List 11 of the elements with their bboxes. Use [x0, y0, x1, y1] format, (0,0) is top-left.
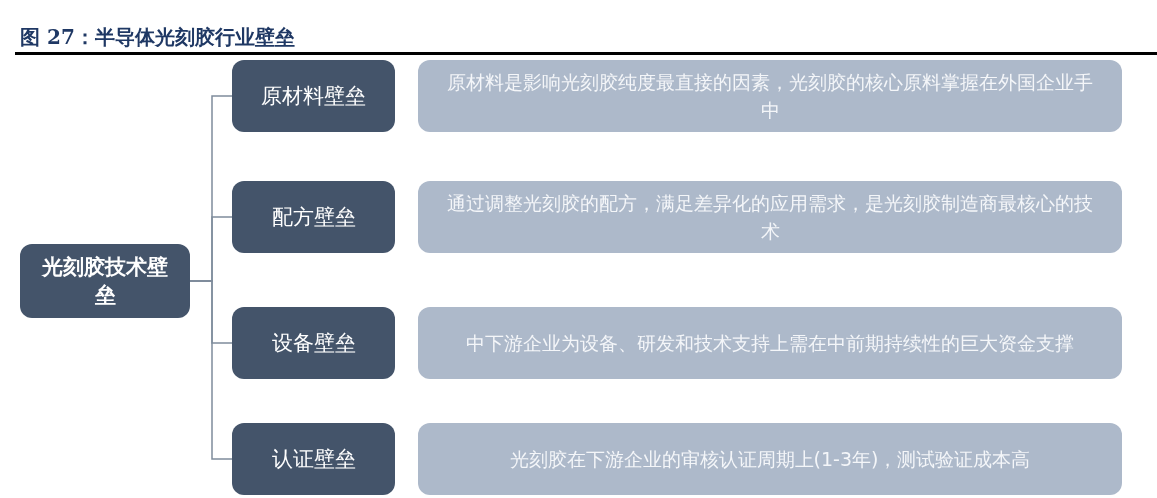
description-box: 光刻胶在下游企业的审核认证周期上(1-3年)，测试验证成本高 — [418, 423, 1122, 495]
figure-title: 图 27：半导体光刻胶行业壁垒 — [20, 24, 295, 51]
description-box: 通过调整光刻胶的配方，满足差异化的应用需求，是光刻胶制造商最核心的技术 — [418, 181, 1122, 253]
category-box: 配方壁垒 — [232, 181, 395, 253]
category-box: 设备壁垒 — [232, 307, 395, 379]
root-box: 光刻胶技术壁垒 — [20, 244, 190, 318]
category-box: 认证壁垒 — [232, 423, 395, 495]
connector-line — [189, 280, 233, 460]
category-box: 原材料壁垒 — [232, 60, 395, 132]
description-box: 原材料是影响光刻胶纯度最直接的因素，光刻胶的核心原料掌握在外国企业手中 — [418, 60, 1122, 132]
description-box: 中下游企业为设备、研发和技术支持上需在中前期持续性的巨大资金支撑 — [418, 307, 1122, 379]
